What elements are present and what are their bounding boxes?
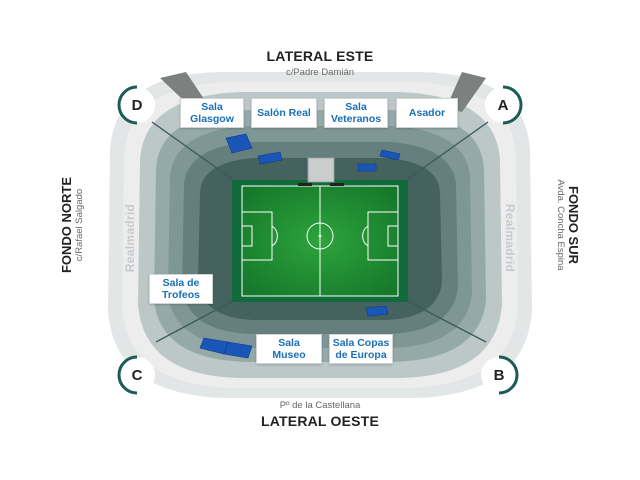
box-veteranos[interactable] bbox=[357, 163, 377, 172]
fondo-sur-street: Avda. Concha Espina bbox=[555, 179, 566, 271]
gate-b-ring-icon bbox=[481, 355, 519, 395]
gate-b-letter: B bbox=[493, 366, 505, 384]
corner-lines bbox=[151, 121, 489, 343]
lateral-oeste-street: Pº de la Castellana bbox=[279, 400, 361, 411]
fondo-sur-label: FONDO SUR bbox=[566, 186, 581, 264]
bench-right bbox=[330, 183, 344, 186]
gate-a-ring-icon bbox=[485, 85, 523, 125]
gate-a[interactable]: A bbox=[482, 84, 524, 126]
box-salon-real[interactable] bbox=[257, 151, 283, 165]
gate-d[interactable]: D bbox=[116, 84, 158, 126]
gate-d-letter: D bbox=[131, 96, 143, 114]
gate-d-ring-icon bbox=[117, 85, 155, 125]
box-museo[interactable] bbox=[223, 341, 253, 359]
gate-a-letter: A bbox=[497, 96, 509, 114]
gate-c[interactable]: C bbox=[116, 354, 158, 396]
box-asador[interactable] bbox=[379, 149, 401, 161]
fondo-norte-label: FONDO NORTE bbox=[59, 176, 74, 274]
gate-b[interactable]: B bbox=[478, 354, 520, 396]
title-fondo-norte: FONDO NORTE c/Rafael Salgado bbox=[59, 125, 85, 325]
brand-text-right: Realmadrid bbox=[503, 203, 517, 273]
lateral-oeste-label: LATERAL OESTE bbox=[261, 413, 379, 429]
box-glasgow[interactable] bbox=[225, 133, 253, 154]
room-salon-real[interactable]: Salón Real bbox=[251, 98, 317, 128]
title-lateral-este: LATERAL ESTE c/Padre Damián bbox=[220, 48, 420, 78]
room-sala-copas-europa[interactable]: Sala Copas de Europa bbox=[329, 334, 393, 364]
room-sala-veteranos[interactable]: Sala Veteranos bbox=[324, 98, 388, 128]
box-copas[interactable] bbox=[365, 305, 389, 317]
gate-c-ring-icon bbox=[117, 355, 155, 395]
pitch-markings bbox=[241, 185, 399, 297]
room-asador[interactable]: Asador bbox=[396, 98, 458, 128]
room-sala-museo[interactable]: Sala Museo bbox=[256, 334, 322, 364]
room-sala-glasgow[interactable]: Sala Glasgow bbox=[180, 98, 244, 128]
fondo-norte-street: c/Rafael Salgado bbox=[74, 188, 85, 262]
brand-text-left: Realmadrid bbox=[123, 203, 137, 273]
room-sala-trofeos[interactable]: Sala de Trofeos bbox=[149, 274, 213, 304]
tunnel-box bbox=[307, 157, 335, 183]
lateral-este-street: c/Padre Damián bbox=[285, 67, 355, 78]
bench-left bbox=[298, 183, 312, 186]
gate-c-letter: C bbox=[131, 366, 143, 384]
title-fondo-sur: FONDO SUR Avda. Concha Espina bbox=[555, 125, 581, 325]
title-lateral-oeste: Pº de la Castellana LATERAL OESTE bbox=[220, 400, 420, 429]
lateral-este-label: LATERAL ESTE bbox=[266, 48, 374, 64]
